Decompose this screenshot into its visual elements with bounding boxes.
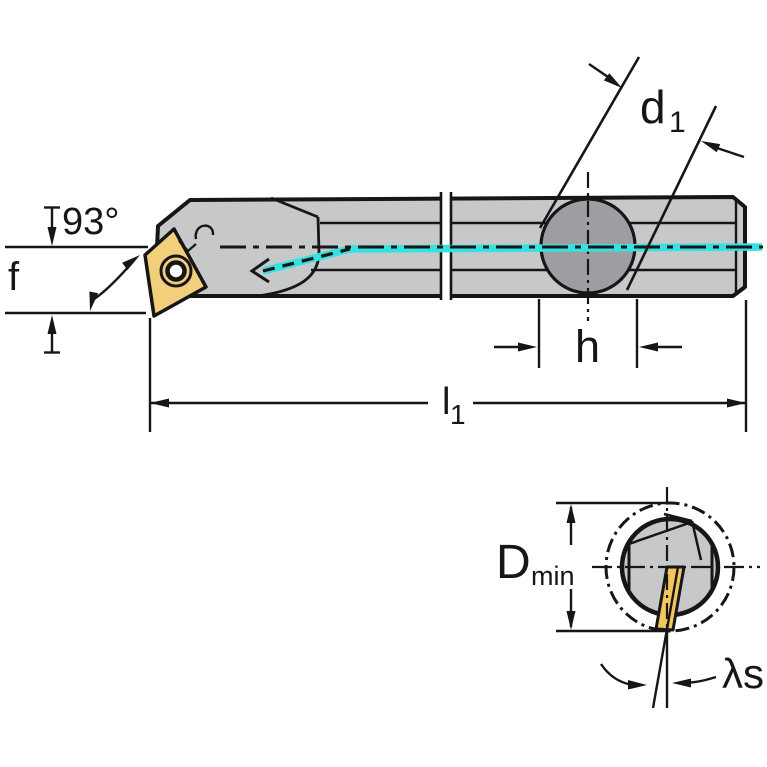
coolant-inlet-mark [249, 257, 270, 284]
pocket-relief-notch [194, 224, 215, 240]
head-chamfer-line [270, 196, 319, 219]
dimension-approach-angle: 93° [62, 201, 140, 311]
d1-label: d [640, 81, 666, 133]
approach-angle-label: 93° [62, 201, 119, 243]
side-view: 93° f d 1 [5, 56, 763, 432]
dimension-d1: d 1 [538, 56, 745, 291]
h-label: h [575, 321, 600, 372]
insert-pocket-lines [625, 512, 703, 561]
dimension-l1: l 1 [148, 300, 748, 432]
dimension-h: h [494, 299, 682, 372]
lambda-s-label: λs [722, 650, 764, 697]
d1-subscript: 1 [669, 106, 686, 139]
dimension-f: f [5, 206, 148, 354]
l1-subscript: 1 [450, 399, 466, 430]
end-view: D min λs [496, 487, 764, 709]
f-label: f [8, 255, 20, 299]
dimension-lambda-s: λs [600, 650, 764, 697]
dimension-dmin: D min [496, 501, 669, 633]
insert-side [143, 227, 208, 318]
insert-axis-tilted [651, 566, 680, 709]
insert-end [654, 565, 686, 632]
dmin-subscript: min [531, 561, 575, 591]
l1-label: l [442, 381, 450, 423]
dmin-label: D [496, 536, 531, 589]
insert-chipbreaker-notch [178, 240, 197, 253]
insert-screw-hole-outer [159, 254, 193, 288]
insert-screw-hole-inner [165, 260, 187, 282]
